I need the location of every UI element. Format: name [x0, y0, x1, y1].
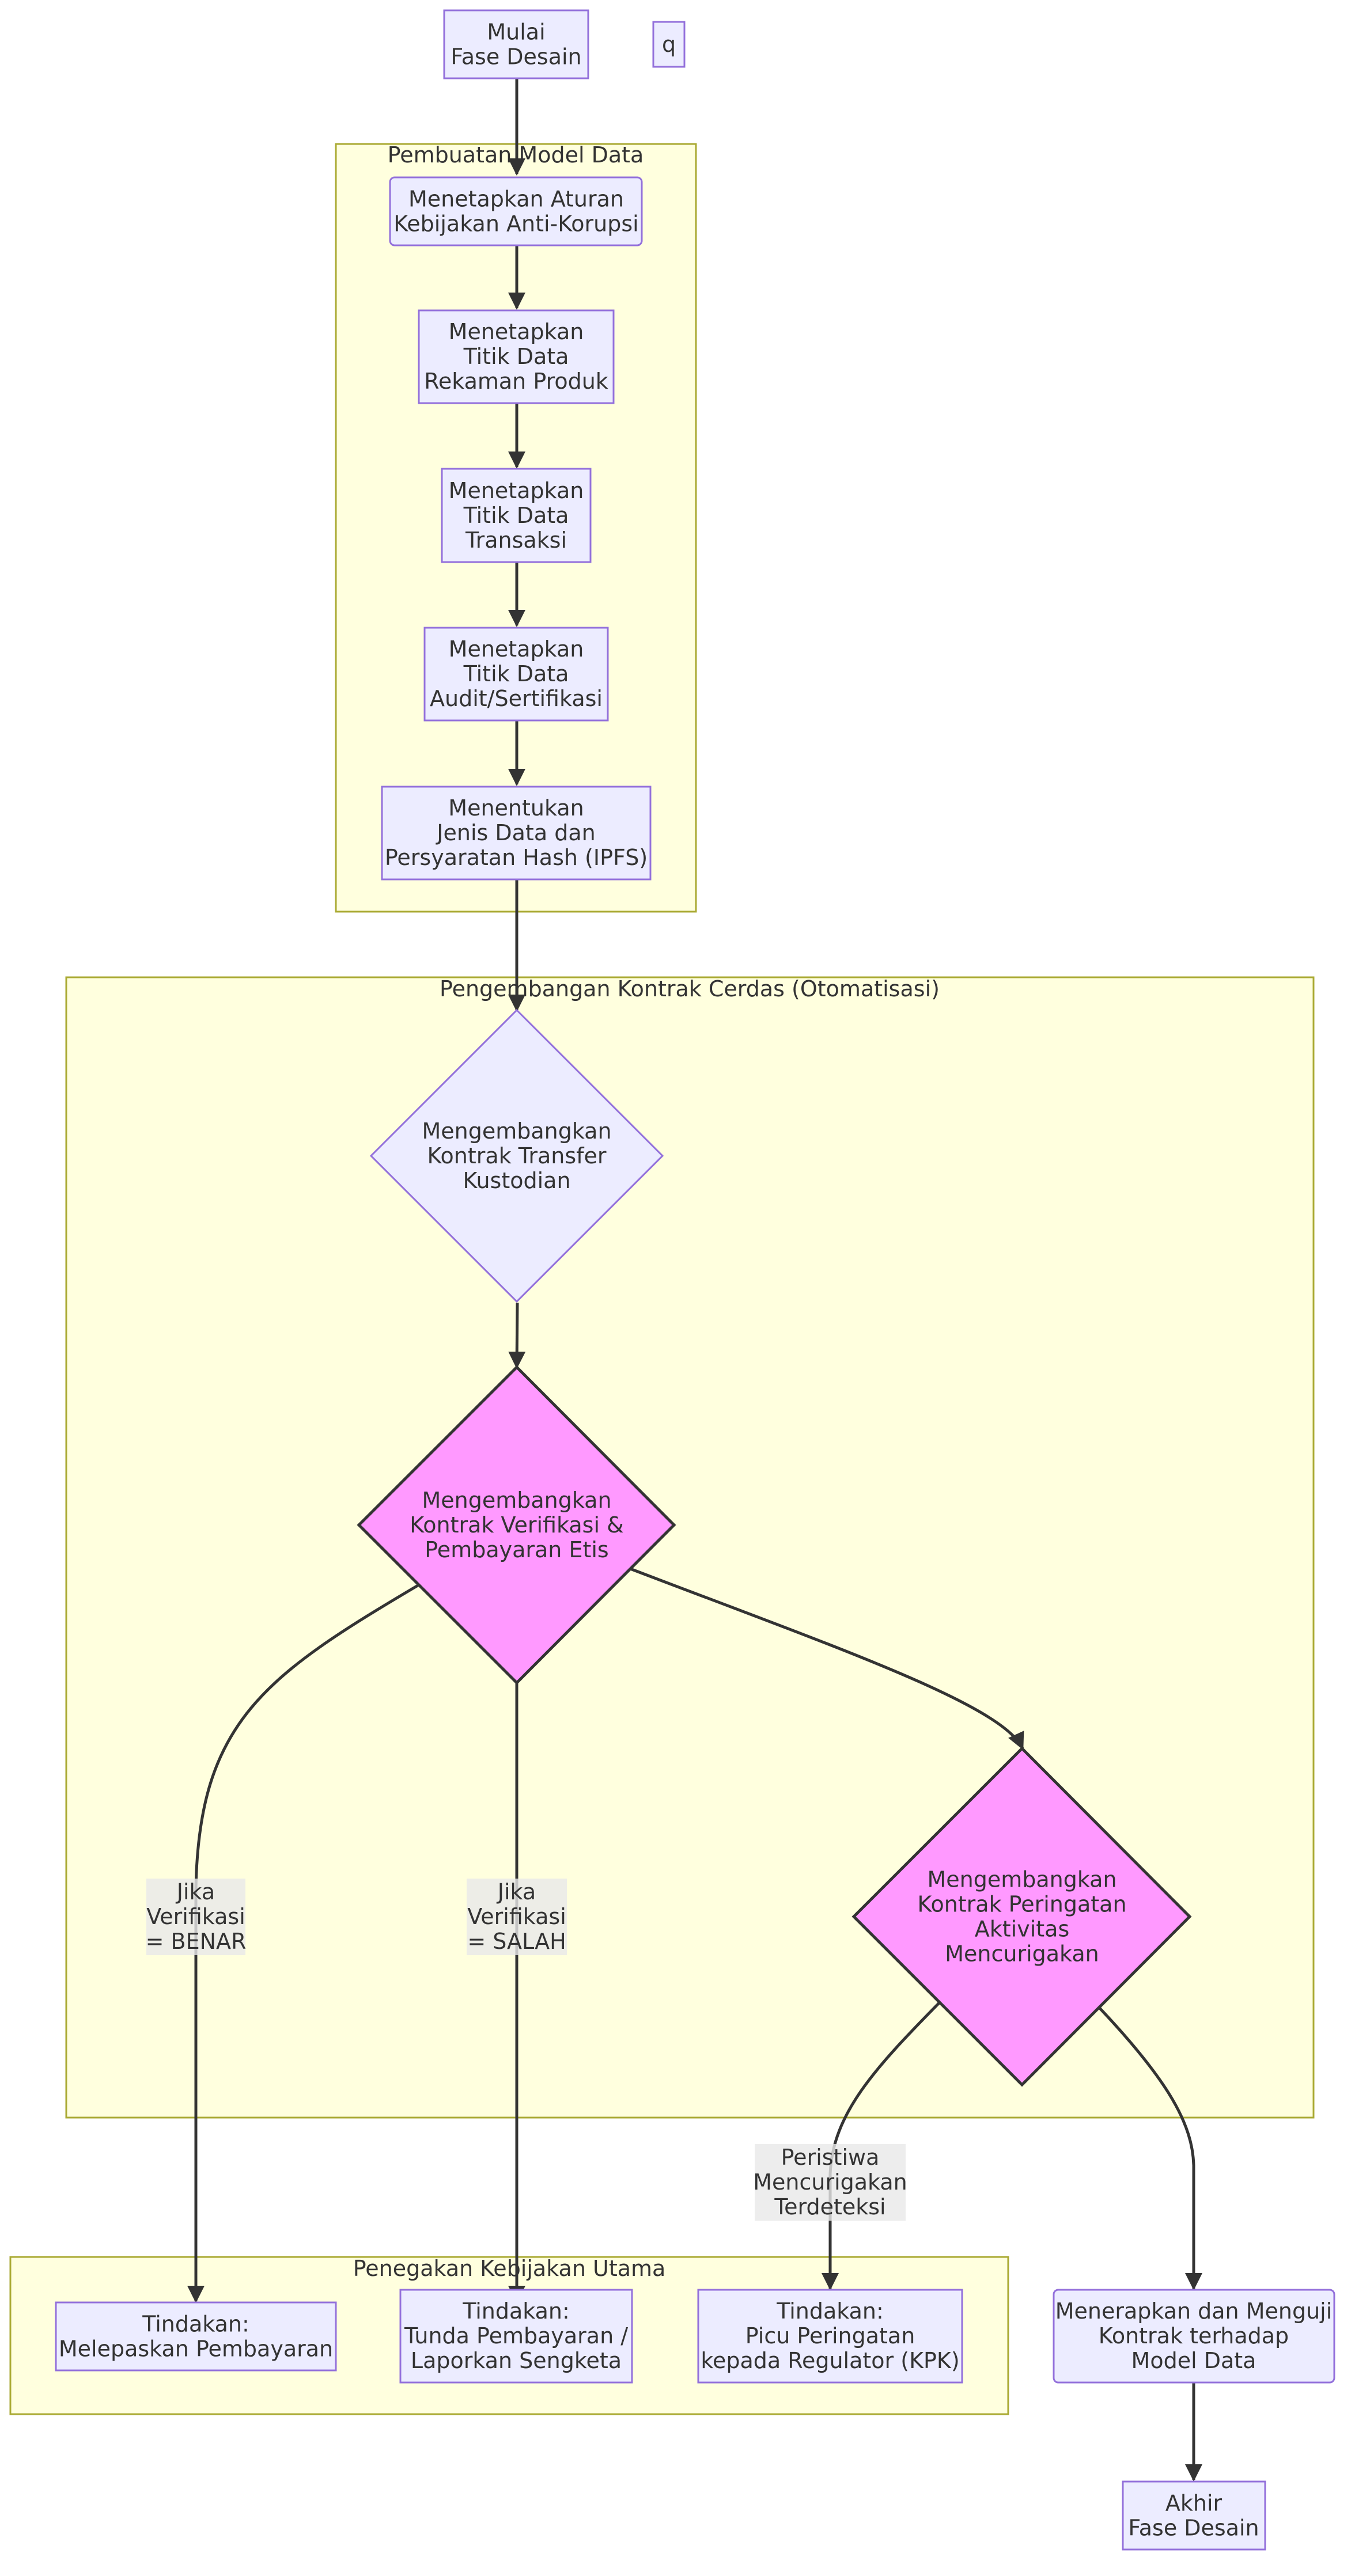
text-line: Mencurigakan — [753, 2169, 907, 2195]
node-q-label: q — [662, 32, 676, 57]
text-line: Verifikasi — [467, 1904, 566, 1929]
text-line: Melepaskan Pembayaran — [59, 2336, 333, 2362]
text-line: Tunda Pembayaran / — [404, 2323, 628, 2349]
text-line: Mulai — [487, 20, 545, 45]
cluster-title-enforcement: Penegakan Kebijakan Utama — [353, 2256, 666, 2281]
text-line: Menetapkan Aturan — [408, 187, 624, 212]
text-line: Tindakan: — [776, 2298, 884, 2324]
text-line: = BENAR — [146, 1929, 247, 1954]
text-line: Rekaman Produk — [424, 369, 608, 394]
text-line: Mengembangkan — [927, 1867, 1116, 1892]
text-line: Model Data — [1131, 2348, 1256, 2373]
text-line: Kontrak Transfer — [427, 1143, 606, 1169]
text-line: Menerapkan dan Menguji — [1055, 2298, 1333, 2324]
text-line: Fase Desain — [451, 44, 581, 70]
text-line: Kebijakan Anti-Korupsi — [393, 211, 638, 237]
text-line: Menetapkan — [449, 319, 584, 344]
edges — [187, 79, 1202, 2482]
node-delay-label: Tindakan:Tunda Pembayaran /Laporkan Seng… — [404, 2298, 628, 2373]
edge-verification-warning — [630, 1567, 1024, 1750]
text-line: Titik Data — [463, 503, 569, 528]
text-line: Aktivitas — [975, 1917, 1070, 1942]
text-line: Peristiwa — [781, 2145, 880, 2170]
text-line: Kontrak terhadap — [1099, 2323, 1289, 2349]
text-line: = SALAH — [467, 1929, 566, 1954]
text-line: Menetapkan — [449, 636, 584, 662]
node-q: q — [652, 21, 686, 68]
text-line: Menetapkan — [449, 478, 584, 503]
node-delay: Tindakan:Tunda Pembayaran /Laporkan Seng… — [399, 2289, 633, 2384]
node-release: Tindakan:Melepaskan Pembayaran — [55, 2301, 337, 2372]
text-line: Fase Desain — [1128, 2516, 1259, 2541]
text-line: Jika — [497, 1879, 536, 1905]
text-line: Picu Peringatan — [745, 2323, 915, 2349]
text-line: q — [662, 32, 676, 57]
text-line: Titik Data — [463, 344, 569, 369]
text-line: Titik Data — [463, 661, 569, 686]
text-line: Mengembangkan — [422, 1118, 611, 1144]
text-line: Jenis Data dan — [436, 820, 595, 845]
node-release-label: Tindakan:Melepaskan Pembayaran — [59, 2312, 333, 2362]
text-line: Akhir — [1165, 2491, 1222, 2516]
edge-verification-release — [187, 1583, 420, 2303]
text-line: Tindakan: — [142, 2312, 249, 2337]
text-line: Persyaratan Hash (IPFS) — [385, 845, 648, 870]
text-line: Laporkan Sengketa — [411, 2348, 622, 2373]
text-line: Verifikasi — [146, 1904, 245, 1929]
cluster-title-contract: Pengembangan Kontrak Cerdas (Otomatisasi… — [440, 976, 940, 1001]
text-line: Terdeteksi — [774, 2194, 885, 2220]
text-line: kepada Regulator (KPK) — [701, 2348, 959, 2373]
text-line: Pembayaran Etis — [425, 1537, 608, 1562]
text-line: Jika — [176, 1879, 215, 1905]
text-line: Kontrak Peringatan — [917, 1892, 1126, 1917]
edge-warning-apply — [1097, 2006, 1202, 2290]
text-line: Kontrak Verifikasi & — [410, 1512, 623, 1538]
text-line: Mengembangkan — [422, 1488, 611, 1513]
text-line: Kustodian — [463, 1168, 570, 1193]
text-line: Transaksi — [465, 528, 567, 553]
text-line: Menentukan — [448, 795, 584, 821]
text-line: Audit/Sertifikasi — [430, 686, 603, 711]
text-line: Mencurigakan — [945, 1941, 1099, 1967]
text-line: Tindakan: — [462, 2298, 570, 2324]
